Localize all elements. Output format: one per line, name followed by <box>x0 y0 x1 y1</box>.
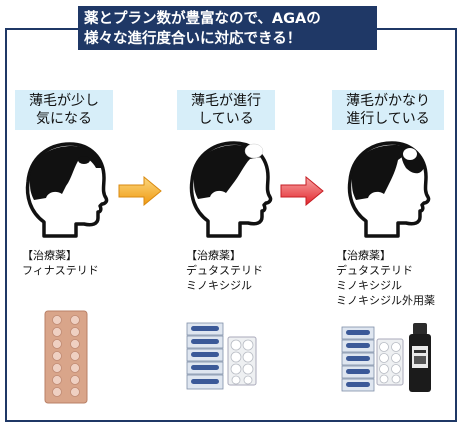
stage-3-medicine-1: デュタステリド <box>336 264 413 277</box>
head-mild-thinning-icon <box>25 142 109 238</box>
stage-2-label-line-1: 薄毛が進行 <box>191 93 261 109</box>
stage-1-label: 薄毛が少し 気になる <box>15 90 113 130</box>
stage-1-label-line-1: 薄毛が少し <box>29 93 99 109</box>
headline-line-1: 薬とプラン数が豊富なので、AGAの <box>84 11 321 27</box>
arrow-right-icon <box>280 176 324 206</box>
stage-3-label-line-1: 薄毛がかなり <box>346 93 430 109</box>
stage-1-medicine-1: フィナステリド <box>22 264 99 277</box>
head-moderate-thinning-icon <box>189 141 273 238</box>
dutasteride-capsule-packs <box>341 326 375 392</box>
stage-3-medicine-3: ミノキシジル外用薬 <box>336 294 435 307</box>
stage-2-treatment-header: 【治療薬】 <box>186 249 241 262</box>
stage-1-treatment: 【治療薬】 フィナステリド <box>22 248 99 278</box>
dutasteride-capsule-packs <box>186 322 224 390</box>
stage-2-label-line-2: している <box>198 111 254 127</box>
stage-3-label: 薄毛がかなり 進行している <box>332 90 444 130</box>
stage-3-treatment: 【治療薬】 デュタステリド ミノキシジル ミノキシジル外用薬 <box>336 248 435 308</box>
minoxidil-tablet-pack <box>376 338 404 386</box>
minoxidil-tablet-pack <box>227 336 257 386</box>
stage-3-treatment-header: 【治療薬】 <box>336 249 391 262</box>
stage-3-medicine-2: ミノキシジル <box>336 279 402 292</box>
arrow-right-icon <box>118 176 162 206</box>
stage-1-treatment-header: 【治療薬】 <box>22 249 77 262</box>
stage-2-treatment: 【治療薬】 デュタステリド ミノキシジル <box>186 248 263 293</box>
stage-3-label-line-2: 進行している <box>346 111 430 127</box>
stage-2-label: 薄毛が進行 している <box>177 90 275 130</box>
stage-1-label-line-2: 気になる <box>36 111 92 127</box>
finasteride-blister-pack <box>44 310 88 404</box>
stage-2-medicine-1: デュタステリド <box>186 264 263 277</box>
headline-line-2: 様々な進行度合いに対応できる！ <box>84 31 302 47</box>
stage-2-medicine-2: ミノキシジル <box>186 279 252 292</box>
headline-banner: 薬とプラン数が豊富なので、AGAの 様々な進行度合いに対応できる！ <box>78 6 377 50</box>
minoxidil-topical-bottle <box>409 323 431 392</box>
head-severe-thinning-icon <box>347 141 431 238</box>
